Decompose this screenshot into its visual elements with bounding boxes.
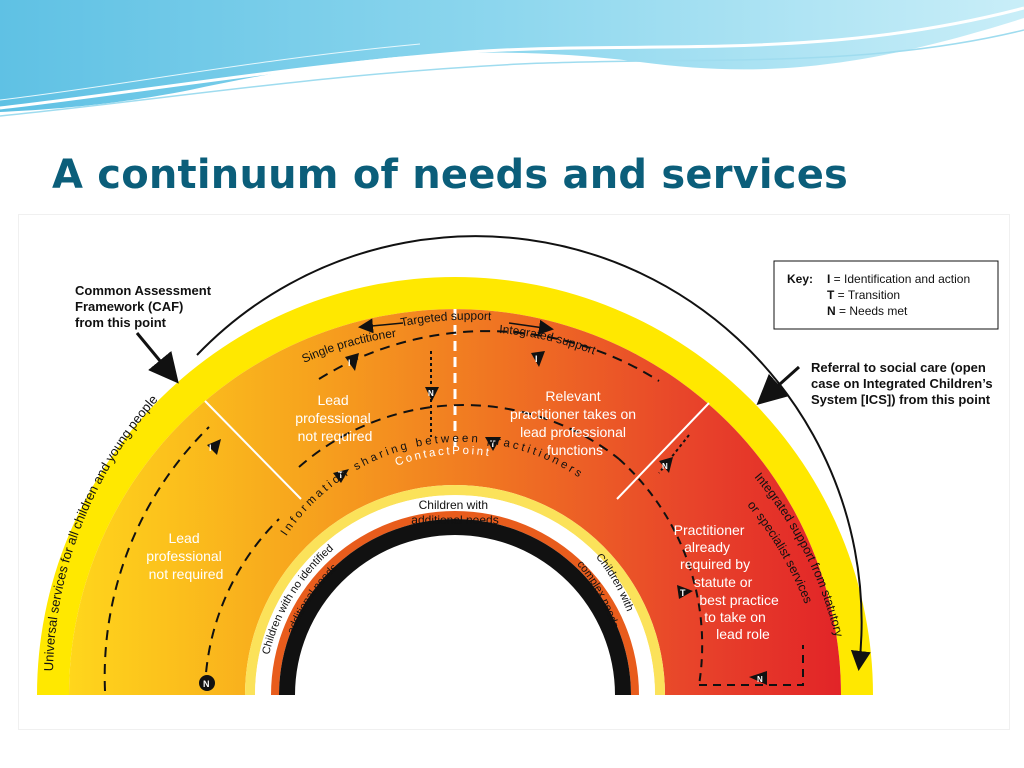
marker-needs-met-left: N [199,675,215,691]
svg-text:N: N [203,679,210,689]
svg-text:N: N [662,462,668,471]
continuum-svg: I T N I N T I N T N Universal services f… [37,235,999,695]
marker-transition-right: T [677,585,693,599]
marker-identification-left: I [207,439,221,455]
slide-title: A continuum of needs and services [52,152,849,198]
caf-callout: Common Assessment Framework (CAF) from t… [75,283,215,330]
svg-text:I: I [535,354,538,364]
marker-identification-integrated: I [531,351,545,367]
marker-needs-met-bottom: N [749,671,767,685]
key-item-needs-met: N = Needs met [827,304,908,318]
marker-transition-middle: T [485,437,501,451]
additional-needs-label: Children with additional needs [411,498,498,527]
svg-text:I: I [348,358,351,368]
svg-text:N: N [757,675,763,684]
key-item-identification: I = Identification and action [827,272,970,286]
zone-lead-middle: Lead professional not required [295,392,374,444]
header-wave-decoration [0,0,1024,117]
svg-text:T: T [490,439,496,449]
svg-text:T: T [680,588,686,598]
zone-relevant-practitioner: Relevant practitioner takes on lead prof… [510,388,640,458]
marker-needs-met-right: N [659,457,673,473]
referral-callout: Referral to social care (open case on In… [811,360,996,407]
svg-text:I: I [209,443,212,453]
marker-needs-met-single: N [425,387,439,401]
main-gradient-band [69,309,841,695]
marker-transition-left: T [333,469,349,483]
svg-text:Key:: Key: [787,272,813,286]
key-legend: Key: I = Identification and action T = T… [773,260,999,330]
continuum-diagram: I T N I N T I N T N Universal services f… [18,214,1010,730]
key-item-transition: T = Transition [827,288,900,302]
svg-text:T: T [338,470,344,480]
svg-text:N: N [428,389,434,398]
zone-statute-practitioner: Practitioner already required by statute… [674,522,783,642]
zone-lead-left: Lead professional not required [146,530,225,582]
marker-identification-single: I [345,353,359,371]
